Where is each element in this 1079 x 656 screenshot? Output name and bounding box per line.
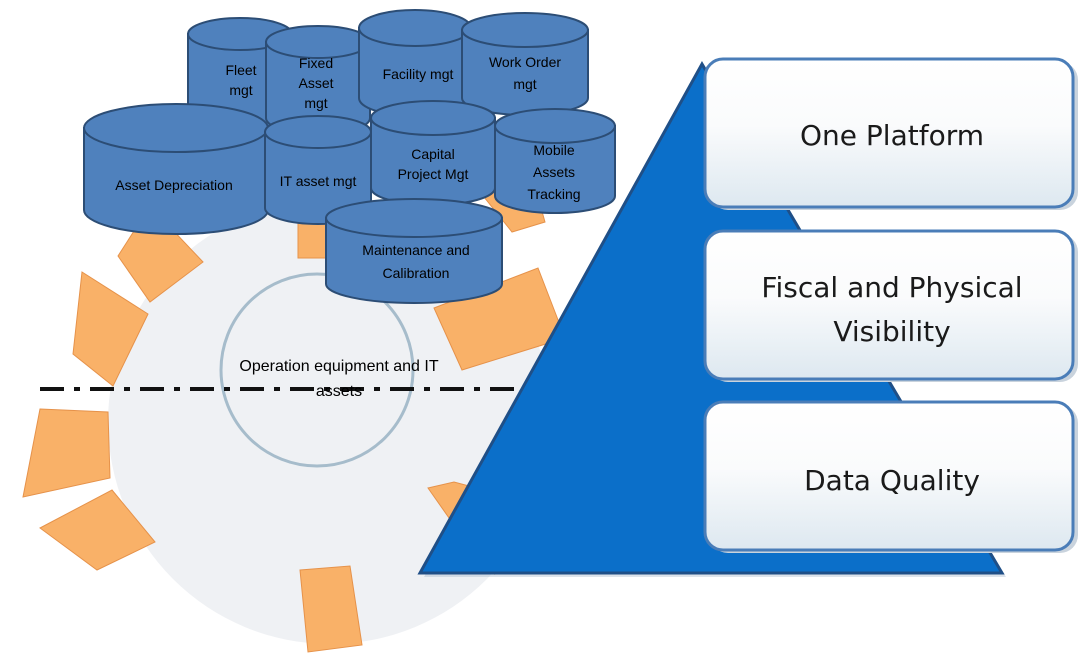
cylinder-label: mgt (229, 82, 252, 98)
work-order-cylinder: Work Order mgt (461, 12, 589, 116)
cylinder-label: Asset (298, 75, 333, 91)
gear-tooth (22, 408, 111, 498)
cylinder-top (325, 198, 503, 238)
cylinder-label: Work Order (489, 54, 561, 70)
cylinder-top (494, 108, 616, 144)
cylinder-label: Maintenance and (362, 242, 469, 258)
cylinder-body (494, 125, 616, 214)
cylinder-label: Calibration (383, 265, 450, 281)
cylinder-body (83, 127, 269, 235)
cylinder-top (265, 25, 371, 59)
center-label-line2: assets (316, 383, 362, 400)
cylinder-body (325, 217, 503, 304)
panel-label: Fiscal and Physical (761, 271, 1022, 304)
cylinder-label: Fixed (299, 55, 333, 71)
fixed-asset-cylinder: Fixed Asset mgt (265, 25, 371, 135)
cylinder-label: Mobile (533, 142, 574, 158)
cylinder-top (370, 100, 496, 136)
cylinder-top (264, 115, 372, 149)
cylinder-top (83, 103, 269, 153)
gear-tooth (72, 271, 149, 387)
panel-label: One Platform (800, 119, 984, 152)
panel-label: Visibility (833, 315, 950, 348)
cylinder-label: Asset Depreciation (115, 177, 233, 193)
asset-depreciation-cylinder: Asset Depreciation (83, 103, 269, 235)
cylinder-label: Facility mgt (383, 66, 454, 82)
cylinder-label: Fleet (225, 62, 256, 78)
cylinder-label: IT asset mgt (280, 173, 357, 189)
cylinder-label: Project Mgt (398, 166, 469, 182)
mobile-assets-cylinder: Mobile Assets Tracking (494, 108, 616, 214)
panel-label: Data Quality (804, 464, 980, 497)
inner-circle (219, 272, 415, 468)
gear-tooth (299, 565, 363, 653)
capital-project-cylinder: Capital Project Mgt (370, 100, 496, 206)
gear-tooth (39, 489, 156, 571)
cylinder-label: Capital (411, 146, 455, 162)
panel-data-quality: Data Quality (703, 400, 1078, 553)
cylinder-top (461, 12, 589, 48)
it-asset-cylinder: IT asset mgt (264, 115, 372, 225)
cylinder-label: mgt (513, 76, 536, 92)
cylinder-label: Tracking (527, 186, 580, 202)
maintenance-cylinder: Maintenance and Calibration (325, 198, 503, 304)
panel-box (703, 229, 1075, 381)
facility-cylinder: Facility mgt (358, 9, 472, 117)
panel-one-platform: One Platform (703, 57, 1078, 210)
cylinder-label: Assets (533, 164, 575, 180)
panel-box (703, 57, 1075, 209)
cylinder-label: mgt (304, 95, 327, 111)
panel-box (703, 400, 1075, 552)
cylinder-top (358, 9, 472, 47)
center-label-line1: Operation equipment and IT (239, 358, 438, 375)
panel-fiscal-physical-visibility: Fiscal and Physical Visibility (703, 229, 1078, 382)
